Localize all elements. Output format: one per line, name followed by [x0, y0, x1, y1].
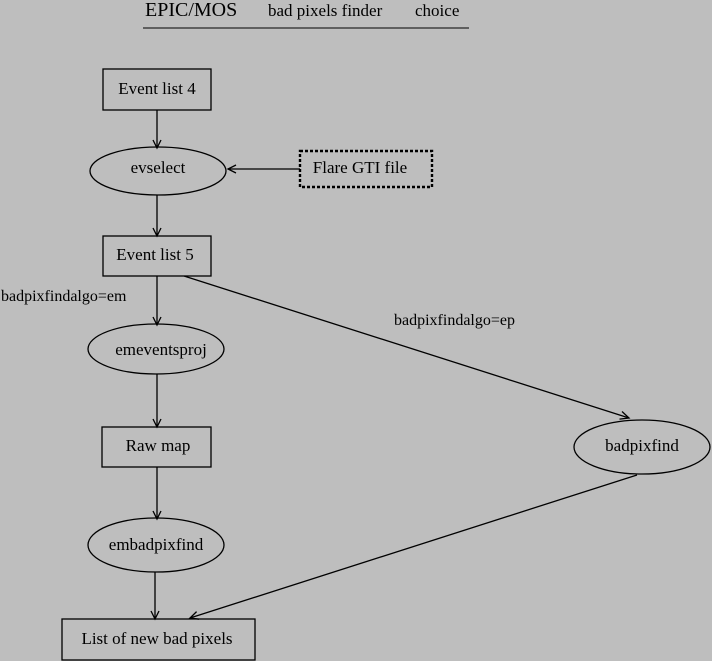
- node-event-list-4[interactable]: Event list 4: [102, 68, 212, 111]
- node-label: Event list 5: [116, 245, 193, 264]
- title-main: EPIC/MOS: [145, 0, 237, 21]
- node-emeventsproj[interactable]: emeventsproj: [87, 323, 225, 375]
- node-label: Flare GTI file: [313, 158, 407, 177]
- node-list-of-new-bad-pixels[interactable]: List of new bad pixels: [61, 618, 256, 661]
- edge-label-algo-em: badpixfindalgo=em: [1, 288, 127, 305]
- node-label: List of new bad pixels: [81, 629, 232, 648]
- node-label: Raw map: [126, 436, 191, 455]
- diagram-title: EPIC/MOS bad pixels finder choice: [143, 0, 469, 29]
- node-evselect[interactable]: evselect: [89, 146, 227, 196]
- node-badpixfind[interactable]: badpixfind: [573, 419, 711, 475]
- edge-badpixfind-list: [189, 474, 638, 619]
- title-part3: choice: [415, 1, 459, 20]
- arrowhead: [152, 139, 162, 150]
- node-label: Event list 4: [118, 79, 196, 98]
- node-label: evselect: [131, 158, 186, 177]
- arrowhead: [152, 510, 162, 521]
- node-event-list-5[interactable]: Event list 5: [102, 235, 212, 277]
- arrowhead: [226, 164, 237, 174]
- arrowhead: [152, 316, 162, 327]
- node-label: emeventsproj: [115, 340, 207, 359]
- title-part2: bad pixels finder: [268, 1, 383, 20]
- node-label: embadpixfind: [109, 535, 204, 554]
- edge-eventlist5-badpixfind: [183, 275, 630, 419]
- edge-label-algo-ep: badpixfindalgo=ep: [394, 312, 515, 329]
- arrowhead: [619, 411, 631, 420]
- node-flare-gti-file[interactable]: Flare GTI file: [298, 149, 434, 189]
- node-label: badpixfind: [605, 436, 679, 455]
- node-embadpixfind[interactable]: embadpixfind: [87, 517, 225, 573]
- node-raw-map[interactable]: Raw map: [101, 426, 212, 468]
